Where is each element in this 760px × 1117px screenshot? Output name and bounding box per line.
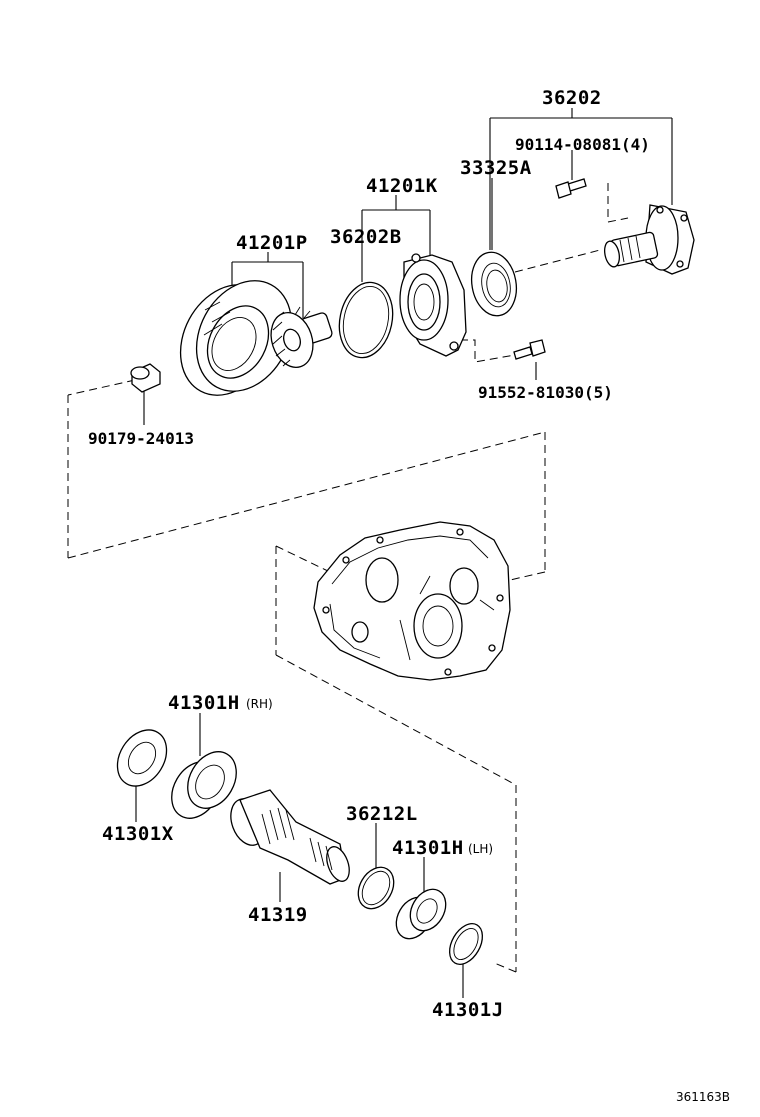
label-41201p[interactable]: 41201P	[236, 232, 308, 254]
label-rh: (RH)	[246, 697, 273, 711]
flange-shaft-36202	[603, 204, 695, 275]
plug-90179	[130, 363, 161, 393]
label-36202[interactable]: 36202	[542, 87, 602, 109]
label-41301h-rh[interactable]: 41301H	[168, 692, 240, 714]
leader-41201k	[361, 195, 431, 282]
label-41319[interactable]: 41319	[248, 904, 308, 926]
label-41301x[interactable]: 41301X	[102, 823, 174, 845]
label-91552-81030[interactable]: 91552-81030(5)	[478, 383, 613, 402]
shaft-41319	[230, 789, 350, 885]
washer-41301x	[116, 729, 168, 787]
label-36212l[interactable]: 36212L	[346, 803, 418, 825]
label-lh: (LH)	[468, 842, 493, 856]
ring-gear-41201p	[179, 280, 293, 396]
o-ring-36202b	[338, 281, 394, 359]
bolt-91552	[513, 339, 546, 360]
bearing-41301h-lh	[395, 888, 447, 940]
bolt-90114	[555, 178, 587, 199]
label-41301h-lh[interactable]: 41301H	[392, 837, 464, 859]
transfer-case-housing	[313, 521, 511, 681]
figure-reference: 361163B	[676, 1090, 730, 1104]
label-41201k[interactable]: 41201K	[366, 175, 438, 197]
label-41301j[interactable]: 41301J	[432, 999, 504, 1021]
bearing-41301h-rh	[171, 751, 237, 819]
label-33325a[interactable]: 33325A	[460, 157, 532, 179]
label-90179-24013[interactable]: 90179-24013	[88, 429, 194, 448]
label-36202b[interactable]: 36202B	[330, 226, 402, 248]
label-90114-08081[interactable]: 90114-08081(4)	[515, 135, 650, 154]
assembly-lines	[67, 183, 629, 973]
snap-ring-36212l	[357, 866, 395, 910]
leader-41201p	[231, 252, 304, 318]
drive-pinion	[270, 306, 333, 368]
oil-seal-33325a	[470, 251, 518, 317]
retainer-41201k	[399, 253, 467, 357]
leader-36202	[489, 108, 673, 250]
washer-41301j	[448, 923, 484, 965]
